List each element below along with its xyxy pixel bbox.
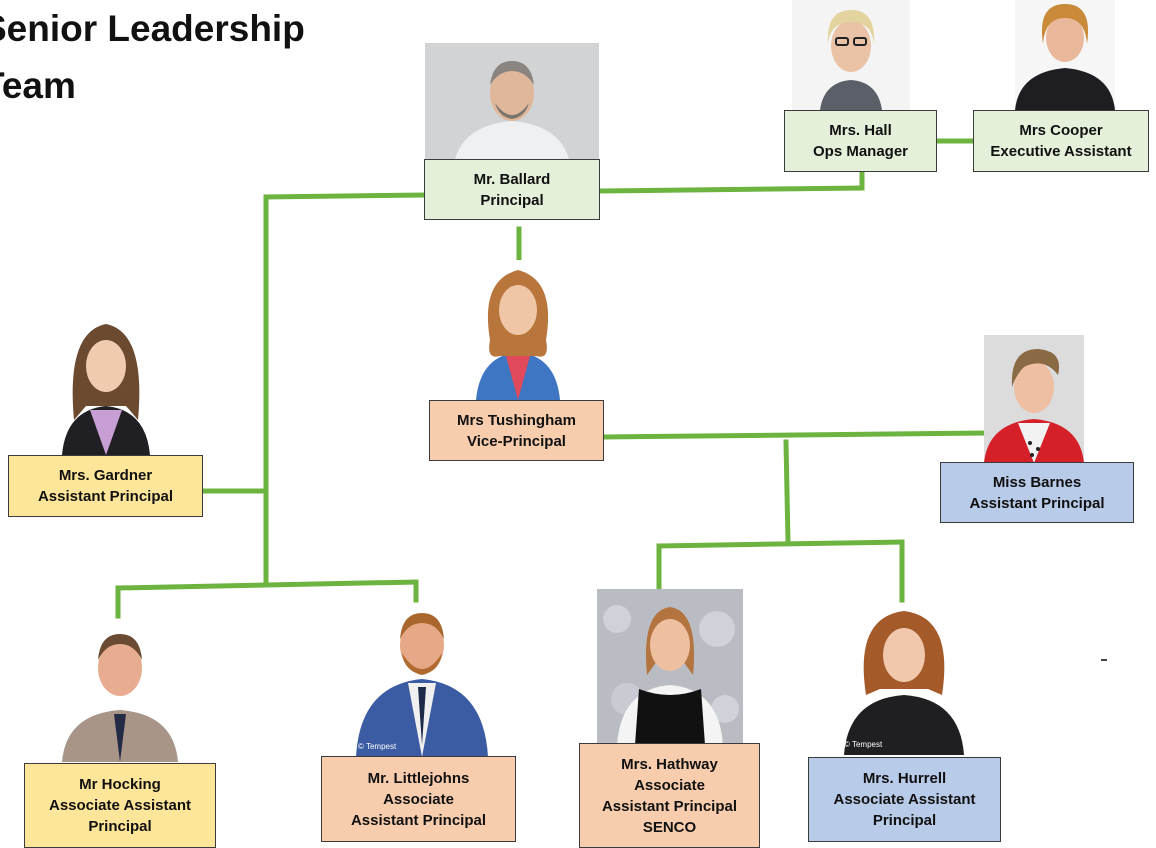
connector-ballard-right [597, 185, 865, 194]
hurrell-watermark: © Tempest [844, 740, 883, 749]
barnes-role: Assistant Principal [969, 494, 1105, 512]
hurrell-photo: © Tempest [836, 603, 972, 755]
hurrell-name: Mrs. Hurrell [862, 770, 947, 787]
hocking-role: Associate Assistant [48, 797, 191, 814]
ballard-role: Principal [480, 191, 544, 209]
cooper-role: Executive Assistant [990, 143, 1132, 160]
tushingham-photo [470, 260, 566, 400]
hall-photo [792, 0, 910, 110]
hathway-photo [597, 589, 743, 745]
littlejohns-role: Associate [383, 790, 454, 808]
littlejohns-box: Mr. Littlejohns Associate Assistant Prin… [321, 756, 516, 842]
cooper-photo [1015, 0, 1115, 110]
littlejohns-photo: © Tempest [356, 605, 488, 757]
cooper-box: Mrs Cooper Executive Assistant [973, 110, 1149, 172]
connector-bottom-right [656, 539, 905, 549]
connector-bottom-left [115, 579, 419, 591]
stray-mark [1101, 659, 1107, 661]
hathway-role: Associate [634, 776, 705, 794]
title-line-1: Senior Leadership [0, 8, 305, 49]
hurrell-role-2: Principal [872, 812, 937, 829]
ballard-name: Mr. Ballard [473, 170, 551, 188]
connector-ballard-left [263, 192, 427, 200]
ballard-photo [425, 43, 599, 159]
hall-box: Mrs. Hall Ops Manager [784, 110, 937, 172]
littlejohns-name: Mr. Littlejohns [367, 769, 470, 787]
hall-name: Mrs. Hall [829, 122, 892, 139]
hurrell-box: Mrs. Hurrell Associate Assistant Princip… [808, 757, 1001, 842]
hathway-name: Mrs. Hathway [621, 755, 718, 773]
tushingham-role: Vice-Principal [467, 432, 566, 450]
connector-trunk-right [783, 439, 791, 545]
gardner-box: Mrs. Gardner Assistant Principal [8, 455, 203, 517]
hathway-box: Mrs. Hathway Associate Assistant Princip… [579, 743, 760, 848]
barnes-name: Miss Barnes [992, 473, 1082, 491]
hathway-role-2: Assistant Principal [601, 797, 738, 815]
gardner-name: Mrs. Gardner [58, 467, 153, 484]
tushingham-box: Mrs Tushingham Vice-Principal [429, 400, 604, 461]
barnes-photo [984, 335, 1084, 463]
connector-tushingham-barnes [601, 430, 988, 440]
page-title: Senior Leadership Team [0, 0, 305, 115]
hocking-name: Mr Hocking [79, 776, 161, 793]
ballard-box: Mr. Ballard Principal [424, 159, 600, 220]
hathway-role-3: SENCO [642, 818, 697, 836]
barnes-box: Miss Barnes Assistant Principal [940, 462, 1134, 523]
hocking-photo [58, 622, 182, 762]
gardner-role: Assistant Principal [37, 488, 174, 505]
tushingham-name: Mrs Tushingham [457, 411, 576, 429]
littlejohns-role-2: Assistant Principal [350, 811, 487, 829]
title-line-2: Team [0, 65, 76, 107]
hocking-role-2: Principal [88, 818, 152, 835]
littlejohns-watermark: © Tempest [358, 742, 397, 751]
gardner-photo [48, 310, 164, 455]
cooper-name: Mrs Cooper [1019, 122, 1103, 139]
hurrell-role: Associate Assistant [833, 791, 976, 808]
hall-role: Ops Manager [812, 143, 909, 160]
hocking-box: Mr Hocking Associate Assistant Principal [24, 763, 216, 848]
